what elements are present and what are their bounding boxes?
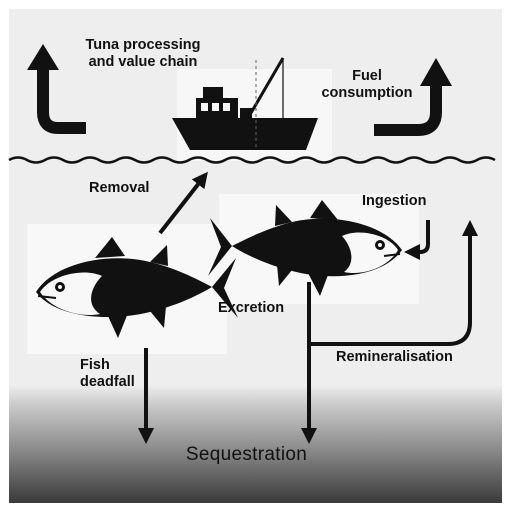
label-ingestion: Ingestion xyxy=(362,193,426,210)
label-removal: Removal xyxy=(89,180,149,197)
label-excretion: Excretion xyxy=(218,300,284,317)
removal-arrow xyxy=(160,178,203,233)
label-remineralisation: Remineralisation xyxy=(336,349,453,366)
ingestion-arrow xyxy=(412,220,428,252)
label-fish-deadfall: Fish deadfall xyxy=(80,357,135,392)
sea-surface-wave xyxy=(9,158,495,163)
fishing-boat-icon xyxy=(172,58,318,150)
label-fuel-consumption: Fuel consumption xyxy=(312,68,422,103)
label-tuna-processing: Tuna processing and value chain xyxy=(76,37,210,72)
tuna-fish-icon-right xyxy=(208,200,402,296)
label-sequestration: Sequestration xyxy=(0,444,493,466)
tuna-fish-icon-left xyxy=(36,237,238,338)
